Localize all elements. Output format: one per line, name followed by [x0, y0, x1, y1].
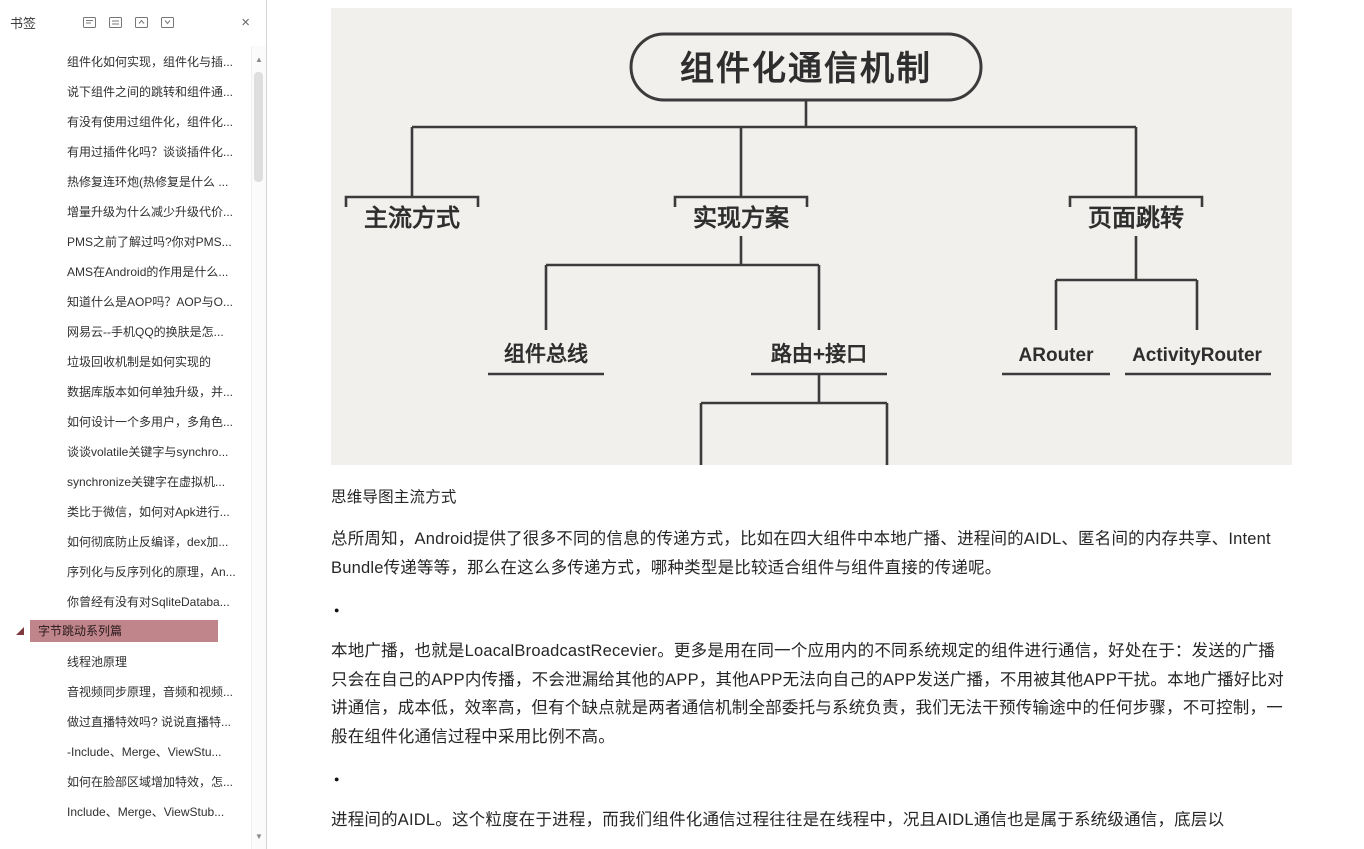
document-page: 组件化通信机制 主流方式 实现方案 页面跳转 组件总线 路由+接口 ARoute… [267, 0, 1364, 849]
bookmark-label: 如何彻底防止反编译，dex加... [67, 534, 229, 549]
bookmark-label: 数据库版本如何单独升级，并... [67, 384, 234, 399]
mindmap-node-activityrouter: ActivityRouter [1132, 345, 1262, 366]
expand-triangle-icon[interactable] [16, 627, 24, 635]
bookmark-label: AMS在Android的作用是什么... [67, 264, 229, 279]
expand-current-bookmark-icon[interactable] [80, 13, 98, 31]
bookmark-label: 如何在脸部区域增加特效，怎... [67, 774, 234, 789]
collapse-all-bookmarks-icon[interactable] [106, 13, 124, 31]
bookmark-label: 你曾经有没有对SqliteDataba... [67, 594, 230, 609]
bookmark-item[interactable]: Include、Merge、ViewStub... [0, 796, 251, 826]
bookmark-item[interactable]: PMS之前了解过吗?你对PMS... [0, 226, 251, 256]
bookmark-label: 有没有使用过组件化，组件化... [67, 114, 234, 129]
bookmark-item[interactable]: 垃圾回收机制是如何实现的 [0, 346, 251, 376]
bookmark-item[interactable]: 如何在脸部区域增加特效，怎... [0, 766, 251, 796]
bookmark-label: 谈谈volatile关键字与synchro... [67, 444, 229, 459]
scrollbar-thumb[interactable] [254, 72, 263, 182]
sidebar-scrollbar[interactable]: ▲ ▼ [251, 46, 266, 849]
bookmark-item[interactable]: 如何彻底防止反编译，dex加... [0, 526, 251, 556]
bookmark-label: 音视频同步原理，音频和视频... [67, 684, 234, 699]
mindmap-branch-mainstream: 主流方式 [364, 204, 460, 232]
bookmark-item[interactable]: 线程池原理 [0, 646, 251, 676]
close-panel-icon[interactable]: × [241, 13, 250, 31]
bookmark-item[interactable]: 知道什么是AOP吗？AOP与O... [0, 286, 251, 316]
bookmark-list: 组件化如何实现，组件化与插... 说下组件之间的跳转和组件通... 有没有使用过… [0, 46, 251, 849]
bookmark-item[interactable]: 谈谈volatile关键字与synchro... [0, 436, 251, 466]
bookmark-label: 增量升级为什么减少升级代价... [67, 204, 234, 219]
previous-bookmark-icon[interactable] [132, 13, 150, 31]
scroll-up-icon[interactable]: ▲ [255, 54, 263, 64]
bullet-icon: ● [334, 774, 340, 785]
bookmark-item[interactable]: 序列化与反序列化的原理，An... [0, 556, 251, 586]
paragraph: 总所周知，Android提供了很多不同的信息的传递方式，比如在四大组件中本地广播… [331, 530, 1271, 577]
bookmark-label: 如何设计一个多用户，多角色... [67, 414, 234, 429]
mindmap-node-component-bus: 组件总线 [504, 342, 588, 366]
mindmap-node-route-interface: 路由+接口 [771, 342, 867, 366]
bookmarks-panel-header: 书签 × [0, 0, 266, 44]
next-bookmark-icon[interactable] [158, 13, 176, 31]
bookmark-label: 有用过插件化吗？谈谈插件化... [67, 144, 234, 159]
bookmark-item[interactable]: 组件化如何实现，组件化与插... [0, 46, 251, 76]
bullet-icon: ● [334, 604, 340, 615]
bookmark-item[interactable]: 热修复连环炮(热修复是什么 ... [0, 166, 251, 196]
bookmark-label: 字节跳动系列篇 [30, 620, 218, 642]
paragraph: 本地广播，也就是LoacalBroadcastRecevier。更多是用在同一个… [331, 641, 1284, 747]
mindmap-node-arouter: ARouter [1019, 345, 1095, 366]
bookmark-item[interactable]: 增量升级为什么减少升级代价... [0, 196, 251, 226]
bookmark-label: 说下组件之间的跳转和组件通... [67, 84, 234, 99]
bookmark-toolbar [80, 13, 176, 31]
bookmarks-panel: 书签 × 组件化如何实现，组件化与插... 说下组件之间的跳转和组件通... 有… [0, 0, 267, 849]
bookmark-item[interactable]: 有用过插件化吗？谈谈插件化... [0, 136, 251, 166]
bookmark-item[interactable]: 类比于微信，如何对Apk进行... [0, 496, 251, 526]
bookmark-label: 线程池原理 [67, 654, 128, 669]
page-text: 思维导图主流方式 总所周知，Android提供了很多不同的信息的传递方式，比如在… [331, 476, 1291, 835]
bookmark-item[interactable]: 说下组件之间的跳转和组件通... [0, 76, 251, 106]
bookmark-item[interactable]: 数据库版本如何单独升级，并... [0, 376, 251, 406]
bookmark-item[interactable]: synchronize关键字在虚拟机... [0, 466, 251, 496]
bookmark-item[interactable]: 做过直播特效吗? 说说直播特... [0, 706, 251, 736]
figure-caption: 思维导图主流方式 [331, 489, 457, 506]
bookmark-item[interactable]: AMS在Android的作用是什么... [0, 256, 251, 286]
mindmap-root-node: 组件化通信机制 [680, 50, 932, 88]
bookmark-label: 垃圾回收机制是如何实现的 [67, 354, 212, 369]
bookmark-label: 网易云--手机QQ的换肤是怎... [67, 324, 224, 339]
bookmark-item[interactable]: 有没有使用过组件化，组件化... [0, 106, 251, 136]
mindmap-image: 组件化通信机制 主流方式 实现方案 页面跳转 组件总线 路由+接口 ARoute… [331, 8, 1292, 465]
bookmark-label: 类比于微信，如何对Apk进行... [67, 504, 230, 519]
mindmap-branch-page-jump: 页面跳转 [1088, 204, 1184, 232]
bookmark-item-selected[interactable]: 字节跳动系列篇 [0, 616, 251, 646]
mindmap-svg: 组件化通信机制 主流方式 实现方案 页面跳转 组件总线 路由+接口 ARoute… [344, 32, 1271, 465]
mindmap-root-shape [629, 32, 983, 102]
bookmark-label: -Include、Merge、ViewStu... [67, 744, 222, 759]
paragraph: 进程间的AIDL。这个粒度在于进程，而我们组件化通信过程往往是在线程中，况且AI… [331, 810, 1225, 829]
bookmark-label: synchronize关键字在虚拟机... [67, 474, 226, 489]
bookmark-label: 序列化与反序列化的原理，An... [67, 564, 236, 579]
bookmark-item[interactable]: -Include、Merge、ViewStu... [0, 736, 251, 766]
bookmark-item[interactable]: 如何设计一个多用户，多角色... [0, 406, 251, 436]
bookmark-label: 知道什么是AOP吗？AOP与O... [67, 294, 234, 309]
bookmark-item[interactable]: 网易云--手机QQ的换肤是怎... [0, 316, 251, 346]
bookmark-label: 组件化如何实现，组件化与插... [67, 54, 234, 69]
bookmark-item[interactable]: 音视频同步原理，音频和视频... [0, 676, 251, 706]
mindmap-branch-implementation: 实现方案 [693, 204, 790, 232]
bookmark-item[interactable]: 你曾经有没有对SqliteDataba... [0, 586, 251, 616]
bookmark-label: 做过直播特效吗? 说说直播特... [67, 714, 232, 729]
bookmark-label: 热修复连环炮(热修复是什么 ... [67, 174, 229, 189]
panel-title: 书签 [10, 15, 37, 31]
bookmark-label: Include、Merge、ViewStub... [67, 804, 225, 819]
bookmark-label: PMS之前了解过吗?你对PMS... [67, 234, 232, 249]
scroll-down-icon[interactable]: ▼ [255, 831, 263, 841]
